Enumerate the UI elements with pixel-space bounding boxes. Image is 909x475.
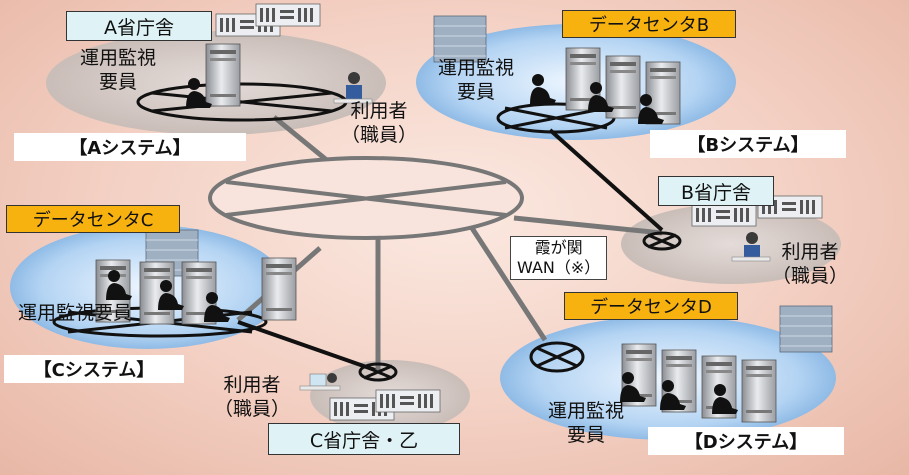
- wan-links: [236, 115, 663, 370]
- c-system-label: 【Cシステム】: [4, 355, 184, 383]
- b-operator-label: 運用監視 要員: [438, 57, 515, 103]
- c-server-icon-2: [139, 261, 175, 325]
- dc-c-label: データセンタC: [6, 205, 180, 233]
- a-office-label: A省庁舎: [66, 11, 212, 41]
- dc-b-tower-icon: [433, 15, 487, 63]
- c-office-lan: [358, 362, 398, 382]
- a-user-label: 利用者 （職員）: [341, 100, 418, 146]
- a-operator-label: 運用監視 要員: [80, 47, 157, 93]
- b-office-lan: [642, 231, 682, 251]
- a-server-icon: [205, 43, 241, 107]
- c-office-user-label: 利用者 （職員）: [214, 374, 291, 420]
- a-system-label: 【Aシステム】: [14, 133, 246, 161]
- wan-hub: [208, 156, 524, 240]
- b-system-label: 【Bシステム】: [650, 130, 846, 158]
- c-operator-label: 運用監視要員: [18, 302, 133, 324]
- dc-d-label: データセンタD: [564, 292, 738, 320]
- lan-links: [237, 128, 664, 372]
- d-server-icon-4: [741, 359, 777, 423]
- b-office-building-icon: [691, 203, 757, 227]
- c-office-building-icon-2: [375, 389, 441, 413]
- c-office-user-icon: [299, 373, 341, 391]
- d-operator-label: 運用監視 要員: [548, 400, 625, 446]
- b-office-user-label: 利用者 （職員）: [772, 241, 849, 287]
- d-lan: [529, 341, 585, 373]
- b-office-ellipse: [621, 204, 841, 284]
- a-user-icon: [333, 72, 373, 104]
- a-office-building-icon-2: [255, 3, 321, 27]
- d-system-label: 【Dシステム】: [648, 427, 844, 455]
- dc-b-label: データセンタB: [562, 10, 736, 38]
- wan-label: 霞が関 WAN（※）: [510, 236, 608, 280]
- dc-d-tower-icon: [779, 305, 833, 353]
- c-server-icon-4: [261, 257, 297, 321]
- b-office-label: B省庁舎: [658, 176, 774, 206]
- c-office-label: C省庁舎・乙: [268, 423, 460, 455]
- b-office-user-icon: [731, 232, 771, 262]
